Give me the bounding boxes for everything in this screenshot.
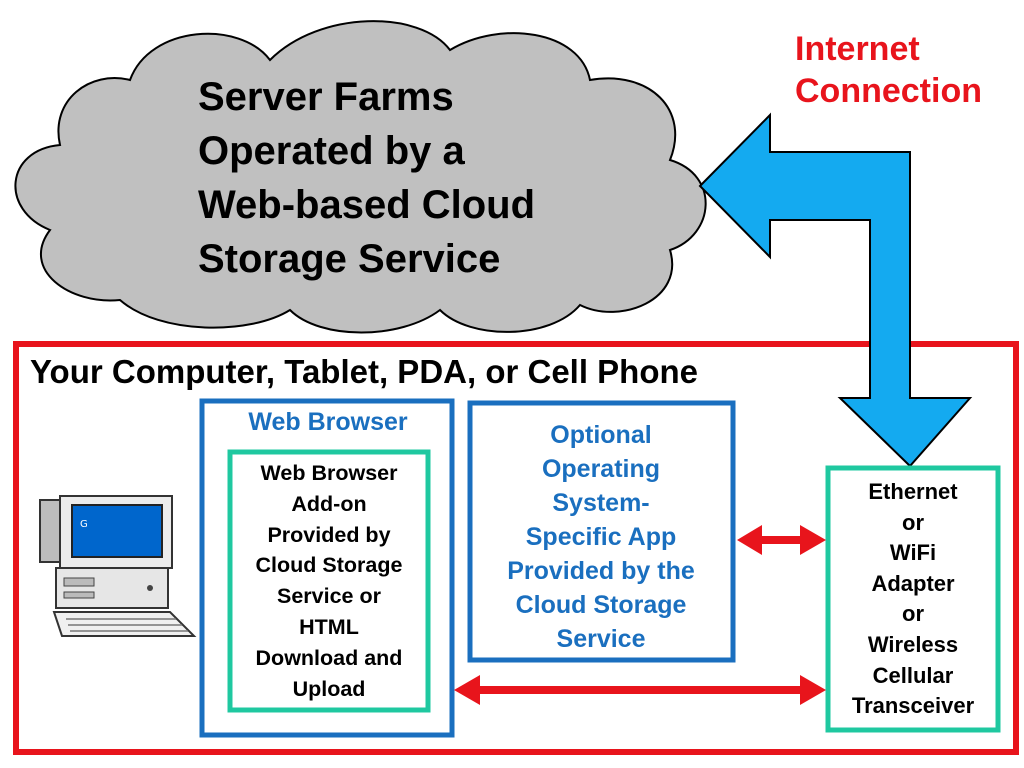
- internet-label-line: Connection: [795, 72, 982, 110]
- adapter-label-line: or: [902, 601, 924, 627]
- cloud-label: Server Farms Operated by a Web-based Clo…: [198, 70, 618, 286]
- addon-label-line: Provided by: [267, 522, 391, 547]
- computer-icon: G: [39, 495, 197, 637]
- os-app-box: [467, 400, 736, 663]
- adapter-label-line: or: [902, 509, 924, 535]
- addon-label-line: Upload: [292, 676, 366, 701]
- device-frame: [13, 341, 1019, 755]
- app-label-line: Service: [556, 625, 646, 653]
- app-label-line: System-: [552, 489, 650, 517]
- app-adapter-arrow: [737, 525, 826, 555]
- network-adapter-label: Ethernet or WiFi Adapter or Wireless Cel…: [830, 477, 996, 722]
- adapter-label-line: Ethernet: [868, 479, 958, 504]
- adapter-label-line: Cellular: [872, 662, 954, 688]
- adapter-label-line: Wireless: [867, 631, 959, 657]
- addon-label-line: Cloud Storage: [255, 553, 403, 578]
- addon-label-line: Add-on: [291, 491, 367, 516]
- adapter-label-line: WiFi: [889, 540, 937, 566]
- network-adapter-box: [825, 465, 1001, 733]
- cloud-label-line: Operated by a: [198, 129, 465, 173]
- app-label-line: Specific App: [525, 523, 677, 551]
- cloud-label-line: Storage Service: [198, 237, 501, 281]
- browser-addon-label: Web Browser Add-on Provided by Cloud Sto…: [232, 458, 426, 704]
- internet-label-line: Internet: [795, 30, 920, 68]
- adapter-label-line: Transceiver: [851, 693, 975, 719]
- addon-label-line: Download and: [255, 645, 403, 670]
- adapter-label-line: Adapter: [871, 570, 955, 596]
- app-label-line: Cloud Storage: [515, 591, 687, 619]
- server-farm-cloud: [14, 20, 707, 334]
- internet-connection-arrow: [698, 112, 973, 468]
- svg-text:G: G: [80, 519, 88, 530]
- addon-label-line: HTML: [299, 614, 359, 639]
- internet-connection-label: Internet Connection: [795, 28, 1020, 112]
- web-browser-title: Web Browser: [248, 408, 408, 436]
- device-title: Your Computer, Tablet, PDA, or Cell Phon…: [30, 353, 699, 390]
- app-label-line: Operating: [541, 455, 661, 483]
- app-label-line: Optional: [550, 421, 652, 449]
- cloud-label-line: Server Farms: [198, 75, 454, 119]
- cloud-label-line: Web-based Cloud: [198, 183, 536, 227]
- web-browser-box: [199, 398, 455, 738]
- os-app-label: Optional Operating System- Specific App …: [474, 418, 728, 656]
- app-label-line: Provided by the: [507, 557, 695, 585]
- addon-adapter-arrow: [454, 675, 826, 705]
- addon-label-line: Service or: [277, 584, 381, 609]
- addon-label-line: Web Browser: [260, 461, 398, 485]
- browser-addon-box: [227, 449, 431, 713]
